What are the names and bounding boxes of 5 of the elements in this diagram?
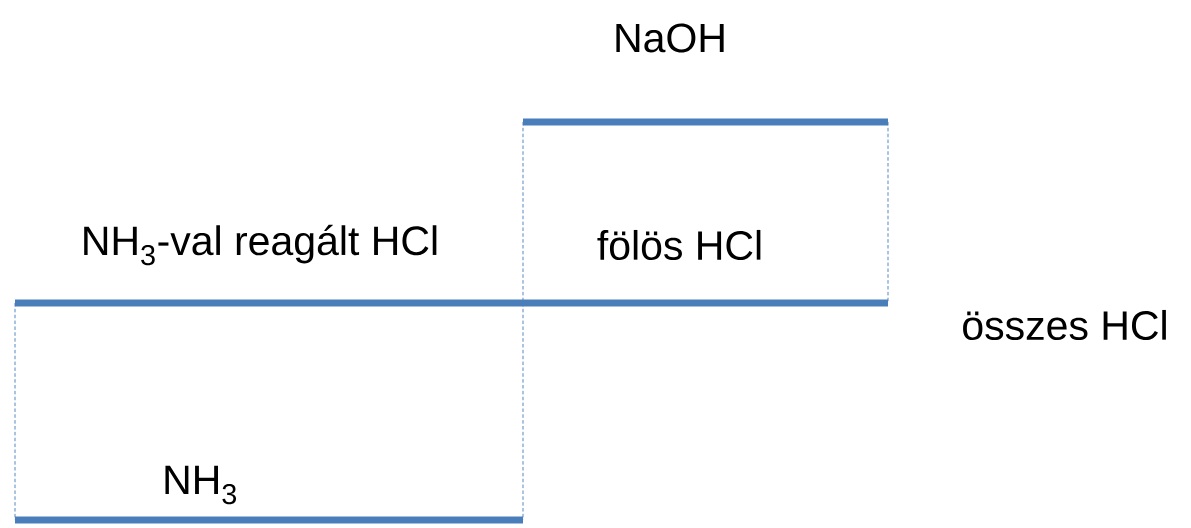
label: NH$_{3}$ xyxy=(165,465,237,505)
label: összes HCl xyxy=(963,309,1166,341)
label: NaOH xyxy=(616,23,724,53)
label: fölös HCl xyxy=(597,229,761,261)
label: NH$_{3}$-val reagált HCl xyxy=(84,224,437,266)
